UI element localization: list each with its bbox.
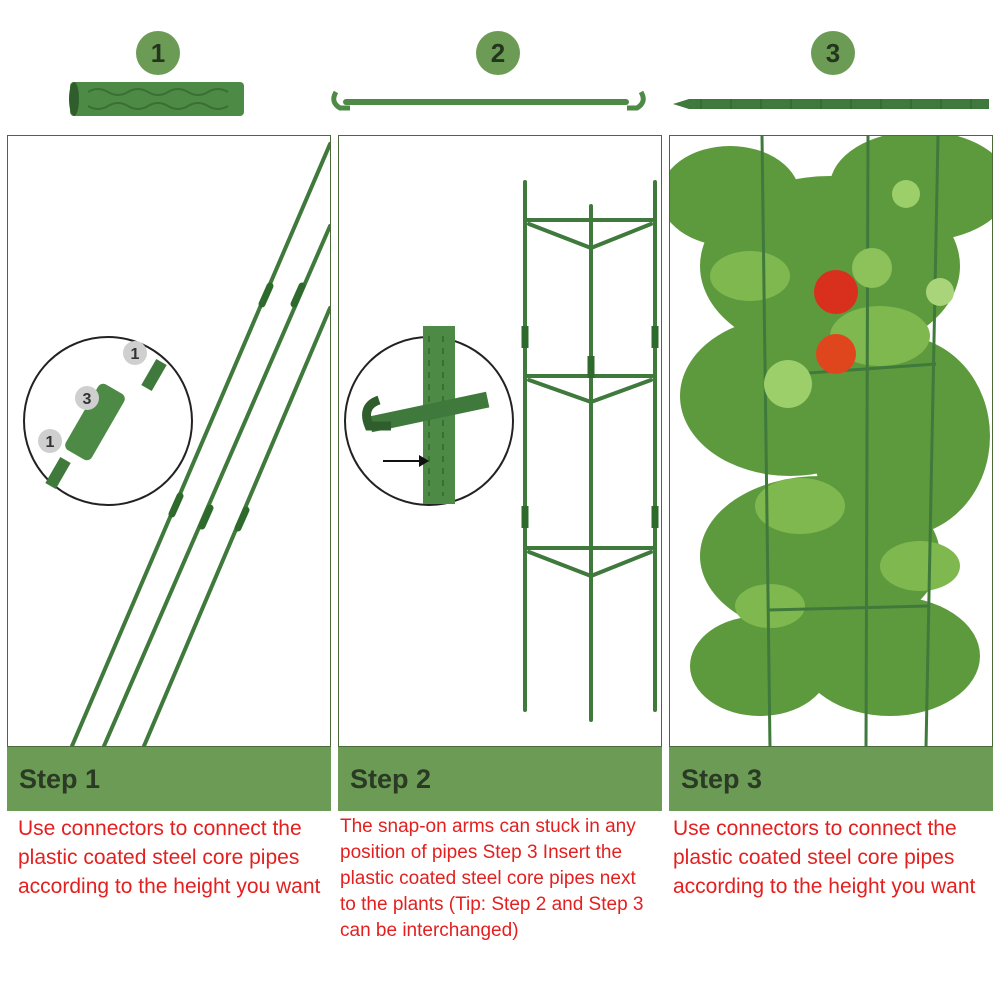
snap-arm-icon: [331, 90, 646, 111]
tomato-green-3: [892, 180, 920, 208]
tomato-red-2: [816, 334, 856, 374]
step-1-description: Use connectors to connect the plastic co…: [18, 817, 321, 898]
zoom-label-bottom: 1: [46, 434, 55, 451]
tomato-green-4: [926, 278, 954, 306]
step-1-bar: Step 1: [7, 747, 331, 811]
tomato-green-2: [852, 248, 892, 288]
zoom-connector-detail: [45, 359, 167, 489]
step-number-badge-2: 2: [476, 31, 520, 75]
panel-step-1: 1 3 1: [7, 135, 331, 747]
panel-step-3: [669, 135, 993, 747]
step-3-bar: Step 3: [669, 747, 993, 811]
step-3-description: Use connectors to connect the plastic co…: [673, 817, 976, 898]
step-2-bar: Step 2: [338, 747, 662, 811]
step-number-badge-3: 3: [811, 31, 855, 75]
tomato-plant-photo: [670, 136, 992, 746]
zoom-label-middle: 3: [83, 391, 92, 408]
connector-icon: [69, 82, 244, 116]
step-2-description: The snap-on arms can stuck in any positi…: [340, 816, 644, 941]
zoom-label-top: 1: [131, 346, 140, 363]
tomato-green-1: [764, 360, 812, 408]
stake-pipe-icon: [673, 99, 989, 109]
tomato-red-1: [814, 270, 858, 314]
step-number-badge-1: 1: [136, 31, 180, 75]
panel-step-2: [338, 135, 662, 747]
